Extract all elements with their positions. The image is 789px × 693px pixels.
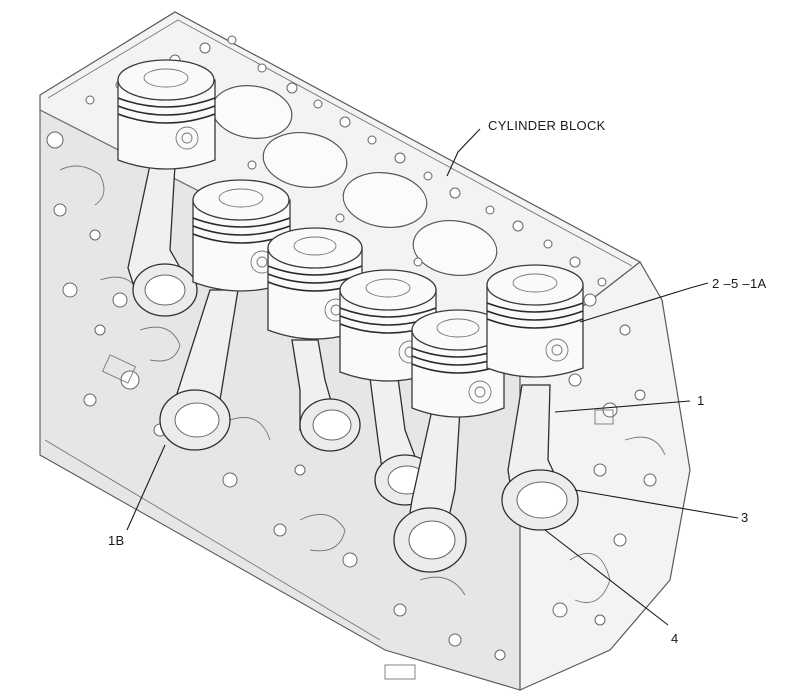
leader-4 — [544, 529, 669, 626]
piston-rod-assembly-3 — [267, 227, 363, 452]
block-casting-details — [44, 131, 506, 680]
label-1: 1 — [697, 393, 705, 408]
piston-rod-assembly-1 — [117, 59, 216, 317]
label-2-5-1a: 2 –5 –1A — [712, 276, 766, 291]
leader-lines — [126, 128, 739, 626]
leader-1b — [126, 444, 166, 531]
leader-3 — [574, 489, 739, 519]
block-right-face-details — [552, 293, 666, 626]
label-cylinder-block: CYLINDER BLOCK — [488, 118, 606, 133]
piston-rod-assembly-5 — [393, 309, 505, 573]
leader-cylinder-block — [446, 128, 481, 177]
piston-rod-assembly-6 — [486, 264, 584, 531]
leader-1 — [554, 400, 691, 413]
label-1b: 1B — [108, 533, 125, 548]
piston-rod-assembly-2 — [159, 179, 291, 451]
label-4: 4 — [671, 631, 679, 646]
leader-2-5-1a — [579, 282, 709, 323]
label-3: 3 — [741, 510, 749, 525]
